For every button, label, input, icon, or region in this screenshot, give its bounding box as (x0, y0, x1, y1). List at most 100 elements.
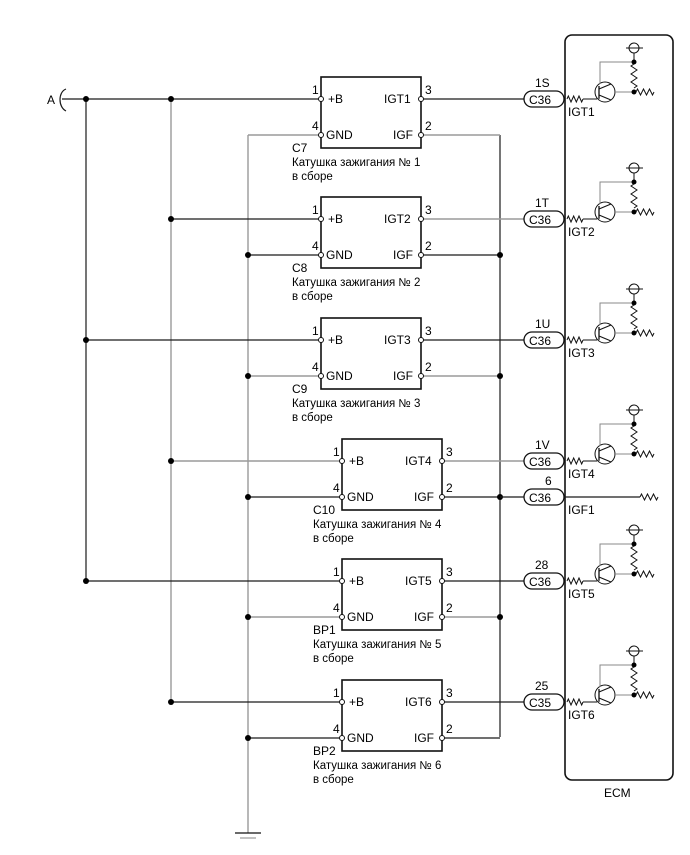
pin-terminal (339, 578, 345, 584)
junction-dot (245, 735, 251, 741)
pin-terminal (339, 458, 345, 464)
junction-dot (83, 337, 89, 343)
ecm-pin-number: 25 (535, 679, 549, 693)
transistor-emitter (598, 576, 612, 583)
junction-dot (631, 451, 637, 457)
component-name: Катушка зажигания № 5 (313, 639, 441, 651)
collector-wire (599, 664, 634, 687)
pin-label: IGF (393, 369, 413, 383)
ecm-label: ECM (604, 786, 631, 800)
coil-box (320, 76, 422, 149)
transistor-icon (594, 684, 616, 706)
resistor-icon (639, 492, 659, 502)
resistor-icon (635, 328, 655, 338)
pin-terminal (439, 578, 445, 584)
ecm-signal-label: IGF1 (568, 503, 595, 517)
pin-number: 3 (446, 686, 453, 700)
connector-id: C7 (292, 141, 308, 155)
pin-label: GND (326, 369, 353, 383)
collector-wire (599, 423, 634, 446)
pin-number: 2 (446, 481, 453, 495)
transistor-icon (594, 201, 616, 223)
pin-terminal (318, 132, 324, 138)
pin-label: GND (347, 490, 374, 504)
junction-dot (245, 494, 251, 500)
connector-shape (523, 90, 565, 108)
transistor-emitter (598, 456, 612, 463)
transistor-emitter (598, 214, 612, 221)
junction-dot (168, 699, 174, 705)
junction-dot (245, 373, 251, 379)
pin-label: +B (349, 695, 364, 709)
transistor-icon (594, 563, 616, 585)
pin-number: 2 (425, 239, 432, 253)
coil-box (341, 438, 443, 511)
connector-shape (523, 210, 565, 228)
pin-terminal (318, 252, 324, 258)
pin-label: IGT1 (384, 92, 411, 106)
pin-number: 1 (333, 686, 340, 700)
ecm-pin-number: 28 (535, 558, 549, 572)
connector-id: C10 (313, 503, 335, 517)
junction-dot (83, 578, 89, 584)
pin-number: 3 (425, 83, 432, 97)
ecm-pin-number: 1U (535, 317, 550, 331)
junction-dot (631, 209, 637, 215)
component-sub: в сборе (313, 774, 354, 786)
transistor-emitter (598, 697, 612, 704)
source-label: A (47, 93, 55, 107)
junction-dot (168, 96, 174, 102)
connector-label: C36 (529, 213, 551, 227)
pin-label: +B (349, 454, 364, 468)
resistor-icon (630, 666, 638, 692)
pin-number: 1 (333, 445, 340, 459)
pin-label: IGF (414, 610, 434, 624)
junction-dot (631, 421, 637, 427)
resistor-icon (635, 690, 655, 700)
pin-label: IGF (414, 731, 434, 745)
pin-label: IGT5 (405, 574, 432, 588)
connector-label: C36 (529, 334, 551, 348)
pin-label: IGT3 (384, 333, 411, 347)
collector-wire (599, 302, 634, 325)
junction-dot (631, 692, 637, 698)
pin-number: 4 (333, 722, 340, 736)
pin-number: 4 (312, 360, 319, 374)
pin-terminal (439, 735, 445, 741)
pin-number: 3 (425, 324, 432, 338)
resistor-icon (635, 569, 655, 579)
pin-terminal (318, 337, 324, 343)
component-name: Катушка зажигания № 3 (292, 398, 420, 410)
pin-label: GND (347, 731, 374, 745)
wire-break-icon (59, 88, 67, 112)
pin-number: 3 (446, 565, 453, 579)
connector-shape (523, 331, 565, 349)
pin-terminal (418, 216, 424, 222)
pin-label: IGF (393, 128, 413, 142)
pin-number: 1 (333, 565, 340, 579)
resistor-icon (630, 183, 638, 209)
connector-shape (523, 693, 565, 711)
pin-terminal (318, 96, 324, 102)
pin-terminal (439, 458, 445, 464)
pin-number: 4 (333, 601, 340, 615)
resistor-icon (566, 214, 584, 224)
pin-number: 1 (312, 324, 319, 338)
component-sub: в сборе (313, 653, 354, 665)
ecm-signal-label: IGT3 (568, 346, 595, 360)
transistor-collector (598, 565, 612, 572)
collector-wire (599, 61, 634, 84)
transistor-collector (598, 324, 612, 331)
coil-box (341, 679, 443, 752)
component-name: Катушка зажигания № 6 (313, 760, 441, 772)
